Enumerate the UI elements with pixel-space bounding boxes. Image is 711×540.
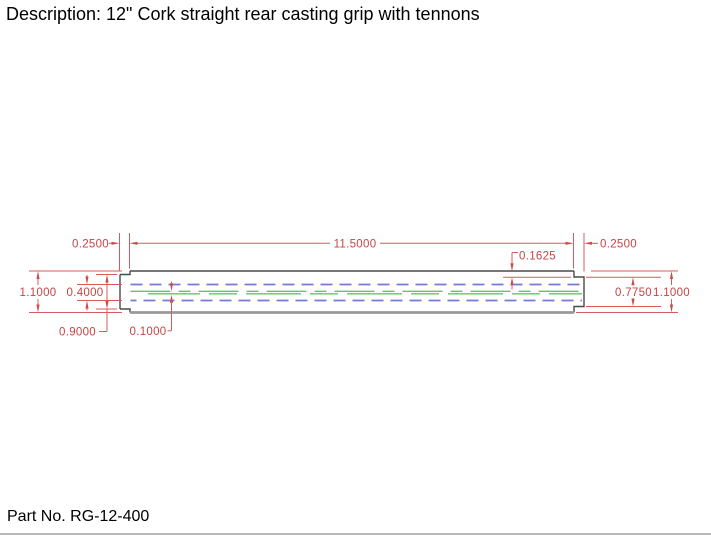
dim-bore-offset-text: 0.1000 <box>130 326 167 338</box>
center-lines <box>130 290 586 295</box>
dim-left-tenon-diameter: 0.9000 <box>59 274 117 339</box>
dim-right-tenon-diameter-text: 0.7750 <box>615 287 652 299</box>
description-title: Description: 12" Cork straight rear cast… <box>6 4 480 24</box>
dim-left-overall-diameter-text: 1.1000 <box>20 287 57 299</box>
dim-body-length: 11.5000 <box>129 238 574 250</box>
dim-left-tenon-length-text: 0.2500 <box>72 238 109 250</box>
dim-right-tenon-length: 0.2500 <box>584 238 637 250</box>
dim-right-tenon-length-text: 0.2500 <box>600 238 637 250</box>
grip-outline <box>119 270 585 314</box>
dim-right-tenon-diameter: 0.7750 <box>586 277 661 307</box>
dim-right-overall-diameter: 1.1000 <box>576 270 690 313</box>
dim-right-shoulder-step-text: 0.1625 <box>519 251 556 263</box>
dim-body-length-text: 11.5000 <box>334 238 377 250</box>
dim-right-shoulder-step: 0.1625 <box>503 251 661 290</box>
dim-bore-diameter-text: 0.4000 <box>67 287 104 299</box>
dim-bore-offset: 0.1000 <box>130 281 174 338</box>
bottom-page-rule <box>0 533 711 535</box>
dim-left-tenon-length: 0.2500 <box>72 238 120 250</box>
dim-right-overall-diameter-text: 1.1000 <box>653 287 690 299</box>
part-number-label: Part No. RG-12-400 <box>7 508 150 525</box>
dimension-layer: 0.2500 11.5000 0.2500 <box>20 233 690 339</box>
dim-bore-diameter: 0.4000 <box>67 275 122 311</box>
dim-left-tenon-diameter-text: 0.9000 <box>59 327 96 339</box>
hidden-bore-lines <box>130 283 582 302</box>
